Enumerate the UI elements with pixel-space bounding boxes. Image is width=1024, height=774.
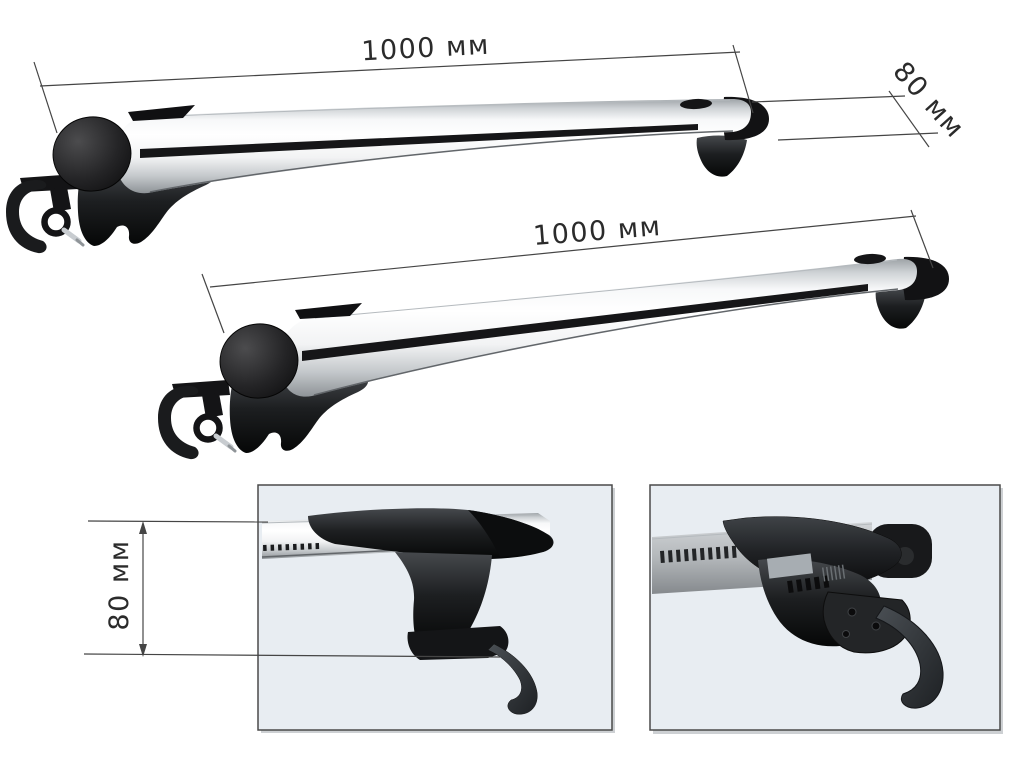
- left-detail-inset: [257, 484, 615, 733]
- metal-fitting: [766, 553, 814, 579]
- mount-foot-right: [696, 135, 747, 177]
- crossbar-body: [115, 99, 751, 194]
- bottom-bar-length-label: 1000 мм: [532, 211, 663, 252]
- screw-holes: [842, 607, 881, 638]
- dimension-tick: [732, 44, 754, 114]
- top-bar-width-label: 80 мм: [887, 56, 971, 145]
- adjustment-comb: [787, 575, 830, 594]
- ratchet-strip: [821, 564, 846, 582]
- dimension-top-bar-width: [751, 90, 939, 148]
- clamp-hook: [875, 605, 944, 709]
- dimension-tick: [201, 273, 225, 334]
- dimension-tick: [910, 209, 934, 269]
- top-bar-length-label: 1000 мм: [361, 30, 491, 68]
- dimension-tick: [888, 90, 930, 148]
- dimension-mount-height: [83, 520, 501, 658]
- rubber-strip: [302, 284, 868, 361]
- crossbar-body: [279, 258, 917, 397]
- arrow-down-icon: [139, 644, 147, 657]
- perforation-slots: [263, 543, 320, 551]
- perforation-slots: [660, 545, 737, 563]
- clamp-front-wedge: [468, 510, 553, 557]
- dimension-tick: [33, 61, 58, 134]
- right-detail-inset: [649, 484, 1003, 734]
- dimension-bottom-bar-length: [201, 209, 934, 334]
- clamp-leg: [395, 552, 492, 648]
- top-crossbar: [6, 96, 769, 253]
- rubber-strip: [140, 124, 698, 158]
- foot-pad: [407, 626, 509, 660]
- clamp-hook-and-key: [158, 380, 235, 459]
- mount-height-label: 80 мм: [104, 539, 135, 630]
- arrow-up-icon: [139, 521, 147, 534]
- clamp-hook: [487, 643, 538, 715]
- bottom-crossbar: [158, 253, 949, 459]
- dimension-top-bar-length: [33, 44, 754, 134]
